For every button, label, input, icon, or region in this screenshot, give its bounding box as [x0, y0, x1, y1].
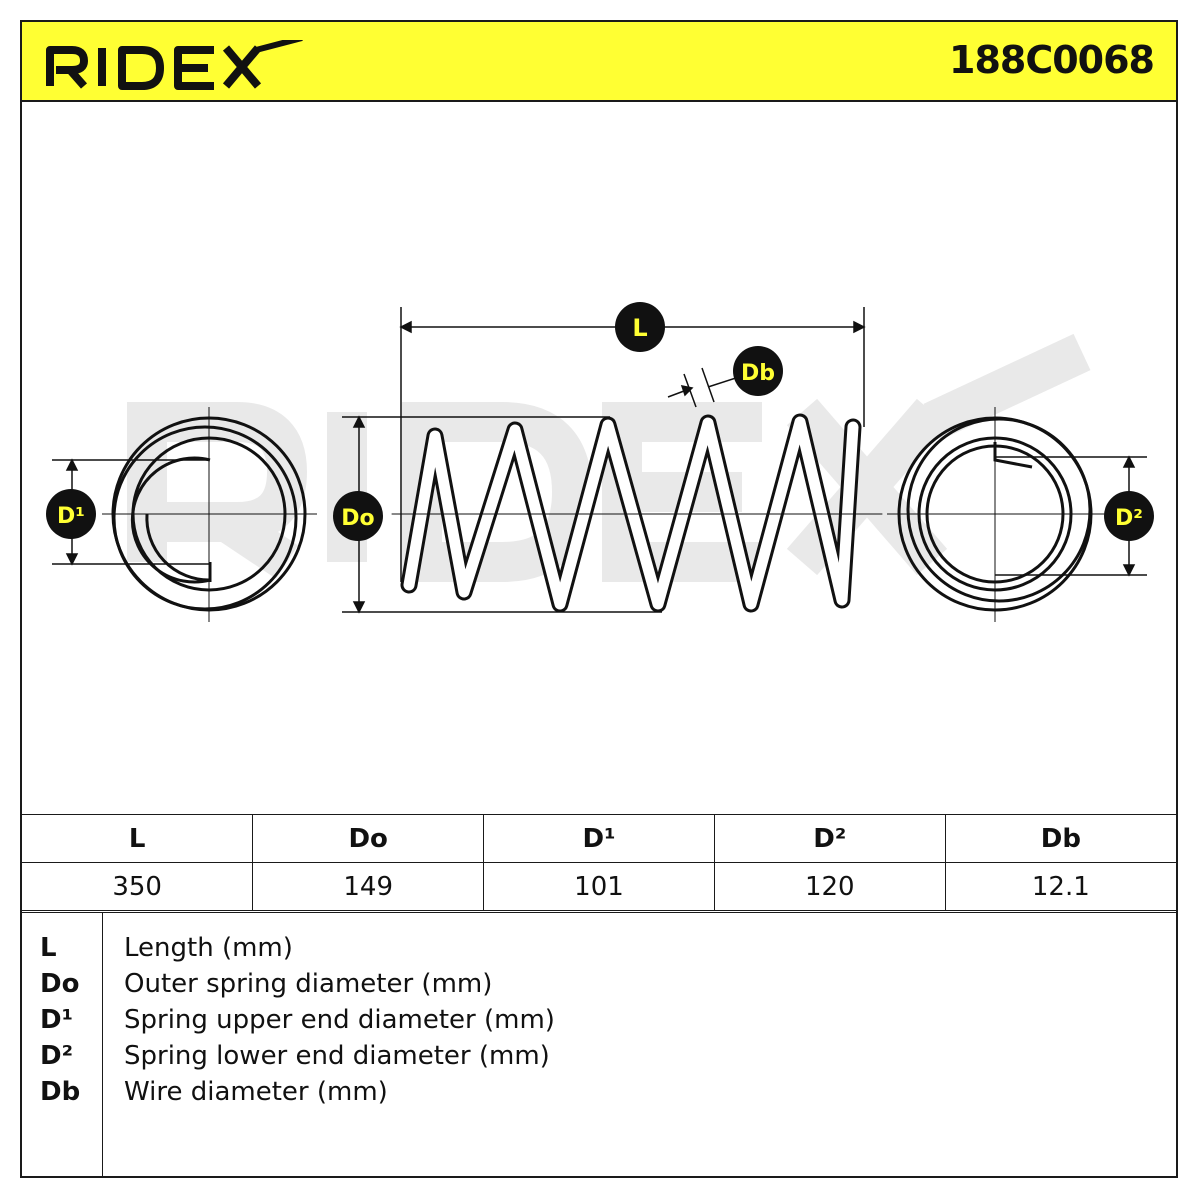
spec-value-length: 350 — [22, 862, 254, 911]
lower-end-view — [887, 407, 1107, 622]
legend-description: Outer spring diameter (mm) — [124, 969, 493, 999]
legend-item: D¹ Spring upper end diameter (mm) — [22, 1005, 1176, 1041]
legend-symbol: Do — [40, 969, 80, 999]
label-bubble-length: L — [615, 302, 665, 352]
d1-dimension — [52, 458, 209, 566]
legend-item: L Length (mm) — [22, 933, 1176, 969]
spec-value-upper: 101 — [483, 862, 715, 911]
spec-value-lower: 120 — [713, 862, 946, 911]
label-bubble-wire: Db — [733, 346, 783, 396]
spec-table: L Do D¹ D² Db 350 149 101 120 12.1 — [22, 814, 1176, 911]
spec-header-outer: Do — [252, 814, 485, 863]
spring-drawing: L Db Do D¹ D² — [22, 102, 1176, 814]
label-bubble-lower: D² — [1104, 491, 1154, 541]
legend-description: Length (mm) — [124, 933, 293, 963]
spec-value-row: 350 149 101 120 12.1 — [22, 862, 1176, 911]
header-bar: 188C0068 — [22, 22, 1176, 102]
spec-value-outer: 149 — [252, 862, 485, 911]
svg-text:Db: Db — [741, 361, 775, 386]
legend-symbol: D¹ — [40, 1005, 73, 1035]
spec-value-wire: 12.1 — [944, 862, 1176, 911]
svg-text:L: L — [632, 314, 647, 342]
legend-divider — [102, 913, 103, 1176]
spec-header-row: L Do D¹ D² Db — [22, 814, 1176, 863]
spec-header-wire: Db — [944, 814, 1176, 863]
legend-description: Spring upper end diameter (mm) — [124, 1005, 555, 1035]
technical-drawing: L Db Do D¹ D² — [46, 302, 1154, 622]
upper-end-view — [102, 407, 317, 622]
spring-side-view — [391, 413, 883, 613]
spec-sheet: 188C0068 — [20, 20, 1178, 1178]
svg-text:D¹: D¹ — [57, 504, 85, 529]
part-number: 188C0068 — [949, 38, 1155, 82]
legend-symbol: D² — [40, 1041, 73, 1071]
wire-diameter-dimension — [667, 367, 743, 408]
legend-item: Db Wire diameter (mm) — [22, 1077, 1176, 1113]
spec-header-length: L — [22, 814, 254, 863]
svg-text:Do: Do — [341, 506, 374, 531]
legend: L Length (mm) Do Outer spring diameter (… — [22, 912, 1176, 1176]
legend-symbol: L — [40, 933, 57, 963]
svg-text:D²: D² — [1115, 506, 1143, 531]
brand-logo — [46, 40, 303, 90]
spec-header-lower: D² — [713, 814, 946, 863]
spec-header-upper: D¹ — [483, 814, 715, 863]
legend-description: Wire diameter (mm) — [124, 1077, 388, 1107]
legend-item: Do Outer spring diameter (mm) — [22, 969, 1176, 1005]
label-bubble-outer: Do — [333, 491, 383, 541]
label-bubble-upper: D¹ — [46, 489, 96, 539]
d2-dimension — [995, 455, 1147, 577]
legend-description: Spring lower end diameter (mm) — [124, 1041, 550, 1071]
legend-item: D² Spring lower end diameter (mm) — [22, 1041, 1176, 1077]
legend-symbol: Db — [40, 1077, 81, 1107]
